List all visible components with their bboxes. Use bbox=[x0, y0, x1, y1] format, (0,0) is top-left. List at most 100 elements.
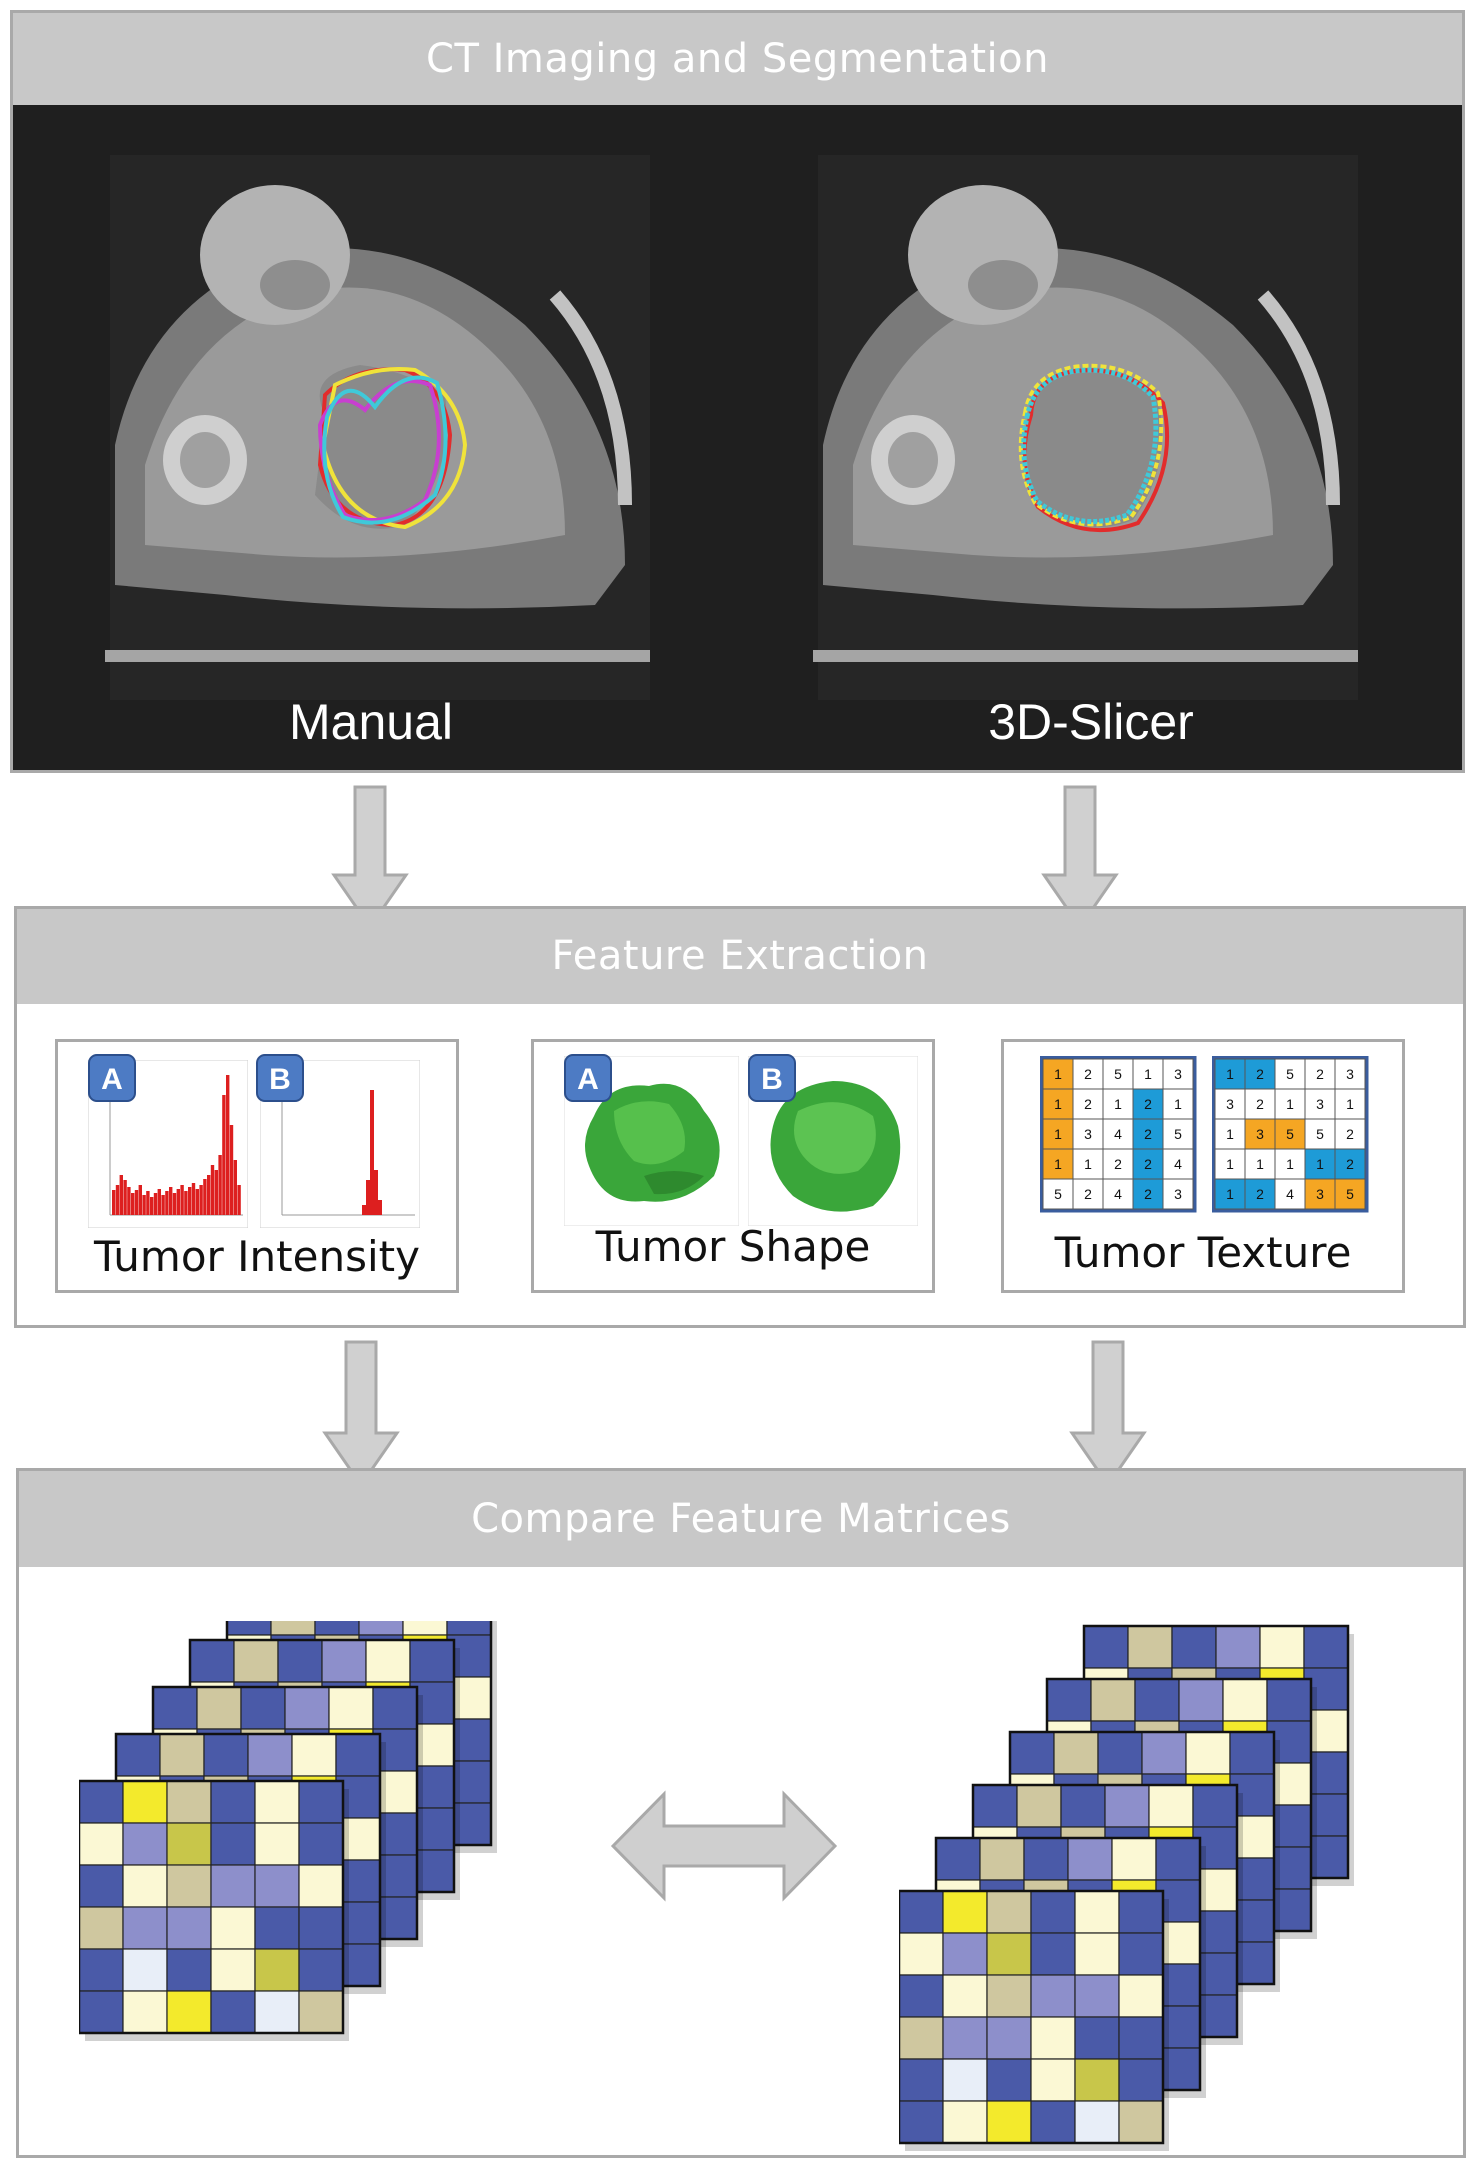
ct-scan-manual bbox=[105, 145, 665, 705]
compare-matrices-header: Compare Feature Matrices bbox=[19, 1471, 1463, 1567]
texture-cell-value: 1 bbox=[1286, 1096, 1294, 1112]
matrix-stack-right bbox=[899, 1624, 1354, 2151]
tumor-intensity-box: A B Tumor Intensity bbox=[55, 1039, 459, 1293]
texture-cell-value: 2 bbox=[1084, 1186, 1092, 1202]
matrix-stack-left bbox=[79, 1621, 497, 2041]
badge-b-shape: B bbox=[748, 1054, 796, 1102]
double-arrow bbox=[610, 1790, 838, 1902]
feature-matrix-right bbox=[899, 1889, 1169, 2151]
texture-cell-value: 2 bbox=[1346, 1156, 1354, 1172]
texture-cell-value: 2 bbox=[1144, 1186, 1152, 1202]
texture-cell-value: 3 bbox=[1346, 1066, 1354, 1082]
texture-cell-value: 5 bbox=[1174, 1126, 1182, 1142]
tumor-shape-label: Tumor Shape bbox=[595, 1222, 871, 1271]
texture-cell bbox=[1132, 1058, 1164, 1090]
arrow-down-left-1 bbox=[331, 785, 409, 930]
texture-cell-value: 3 bbox=[1084, 1126, 1092, 1142]
texture-cell bbox=[1162, 1088, 1194, 1120]
texture-cell bbox=[1304, 1058, 1336, 1090]
texture-cell bbox=[1162, 1178, 1194, 1210]
texture-cell bbox=[1132, 1118, 1164, 1150]
texture-cell-value: 1 bbox=[1226, 1126, 1234, 1142]
badge-b-intensity: B bbox=[256, 1054, 304, 1102]
3d-slicer-label: 3D-Slicer bbox=[988, 694, 1194, 750]
texture-cell-value: 1 bbox=[1174, 1096, 1182, 1112]
arrow-down-left-2 bbox=[322, 1340, 400, 1488]
tumor-shape-box: A B Tumor Shape bbox=[531, 1039, 935, 1293]
texture-cell-value: 5 bbox=[1286, 1066, 1294, 1082]
texture-cell-value: 2 bbox=[1144, 1156, 1152, 1172]
badge-a-intensity: A bbox=[88, 1054, 136, 1102]
texture-cell bbox=[1274, 1178, 1306, 1210]
texture-cell-value: 1 bbox=[1346, 1096, 1354, 1112]
texture-cell bbox=[1042, 1178, 1074, 1210]
texture-cell-value: 5 bbox=[1286, 1126, 1294, 1142]
ct-scan-3d-slicer bbox=[813, 145, 1373, 705]
texture-cell-value: 1 bbox=[1084, 1156, 1092, 1172]
texture-cell-value: 2 bbox=[1114, 1156, 1122, 1172]
texture-cell bbox=[1274, 1088, 1306, 1120]
texture-cell-value: 2 bbox=[1084, 1066, 1092, 1082]
texture-cell bbox=[1334, 1058, 1366, 1090]
texture-cell bbox=[1304, 1118, 1336, 1150]
texture-cell bbox=[1162, 1058, 1194, 1090]
texture-cell-value: 4 bbox=[1114, 1186, 1122, 1202]
texture-cell bbox=[1304, 1148, 1336, 1180]
texture-cell-value: 2 bbox=[1256, 1096, 1264, 1112]
texture-cell-value: 1 bbox=[1316, 1156, 1324, 1172]
texture-cell bbox=[1214, 1178, 1246, 1210]
tumor-intensity-label: Tumor Intensity bbox=[94, 1232, 420, 1281]
texture-cell bbox=[1244, 1148, 1276, 1180]
texture-cell-value: 2 bbox=[1084, 1096, 1092, 1112]
texture-cell-value: 3 bbox=[1174, 1066, 1182, 1082]
tumor-texture-label: Tumor Texture bbox=[1054, 1228, 1352, 1277]
badge-a-shape: A bbox=[564, 1054, 612, 1102]
texture-cell bbox=[1102, 1088, 1134, 1120]
texture-cell-value: 3 bbox=[1174, 1186, 1182, 1202]
compare-matrices-panel: Compare Feature Matrices bbox=[16, 1468, 1466, 2158]
texture-cell-value: 3 bbox=[1316, 1096, 1324, 1112]
texture-cell-value: 3 bbox=[1256, 1126, 1264, 1142]
texture-cell-value: 1 bbox=[1286, 1156, 1294, 1172]
ct-imaging-header: CT Imaging and Segmentation bbox=[13, 13, 1462, 105]
texture-cell-value: 4 bbox=[1174, 1156, 1182, 1172]
texture-cell bbox=[1244, 1178, 1276, 1210]
arrow-down-right-2 bbox=[1069, 1340, 1147, 1488]
texture-cell-value: 5 bbox=[1114, 1066, 1122, 1082]
texture-cell-value: 5 bbox=[1346, 1186, 1354, 1202]
texture-cell-value: 3 bbox=[1226, 1096, 1234, 1112]
texture-cell-value: 2 bbox=[1256, 1186, 1264, 1202]
texture-cell-value: 3 bbox=[1316, 1186, 1324, 1202]
texture-cell-value: 5 bbox=[1316, 1126, 1324, 1142]
texture-cell bbox=[1132, 1178, 1164, 1210]
arrow-down-right-1 bbox=[1041, 785, 1119, 930]
feature-extraction-header: Feature Extraction bbox=[17, 909, 1463, 1004]
manual-label: Manual bbox=[289, 694, 453, 750]
texture-cell bbox=[1334, 1148, 1366, 1180]
texture-cell-value: 2 bbox=[1144, 1096, 1152, 1112]
texture-cell-value: 2 bbox=[1256, 1066, 1264, 1082]
texture-cell bbox=[1162, 1118, 1194, 1150]
texture-cell-value: 1 bbox=[1226, 1156, 1234, 1172]
texture-cell bbox=[1334, 1178, 1366, 1210]
texture-cell bbox=[1334, 1118, 1366, 1150]
texture-cell-value: 5 bbox=[1054, 1186, 1062, 1202]
texture-cell-value: 4 bbox=[1286, 1186, 1294, 1202]
texture-cell-value: 1 bbox=[1054, 1156, 1062, 1172]
texture-cell-value: 1 bbox=[1256, 1156, 1264, 1172]
texture-cell-value: 2 bbox=[1144, 1126, 1152, 1142]
texture-cell-value: 1 bbox=[1114, 1096, 1122, 1112]
texture-cell-value: 1 bbox=[1054, 1096, 1062, 1112]
texture-cell-value: 4 bbox=[1114, 1126, 1122, 1142]
texture-cell-value: 1 bbox=[1054, 1066, 1062, 1082]
ct-imaging-panel: CT Imaging and Segmentation Manual 3 bbox=[10, 10, 1465, 773]
texture-cell-value: 1 bbox=[1226, 1066, 1234, 1082]
texture-cell-value: 2 bbox=[1316, 1066, 1324, 1082]
feature-matrix-left bbox=[79, 1779, 349, 2041]
texture-cell bbox=[1274, 1118, 1306, 1150]
texture-cell-value: 1 bbox=[1226, 1186, 1234, 1202]
feature-extraction-panel: Feature Extraction A B Tumor Intensity bbox=[14, 906, 1466, 1328]
texture-cell-value: 1 bbox=[1144, 1066, 1152, 1082]
